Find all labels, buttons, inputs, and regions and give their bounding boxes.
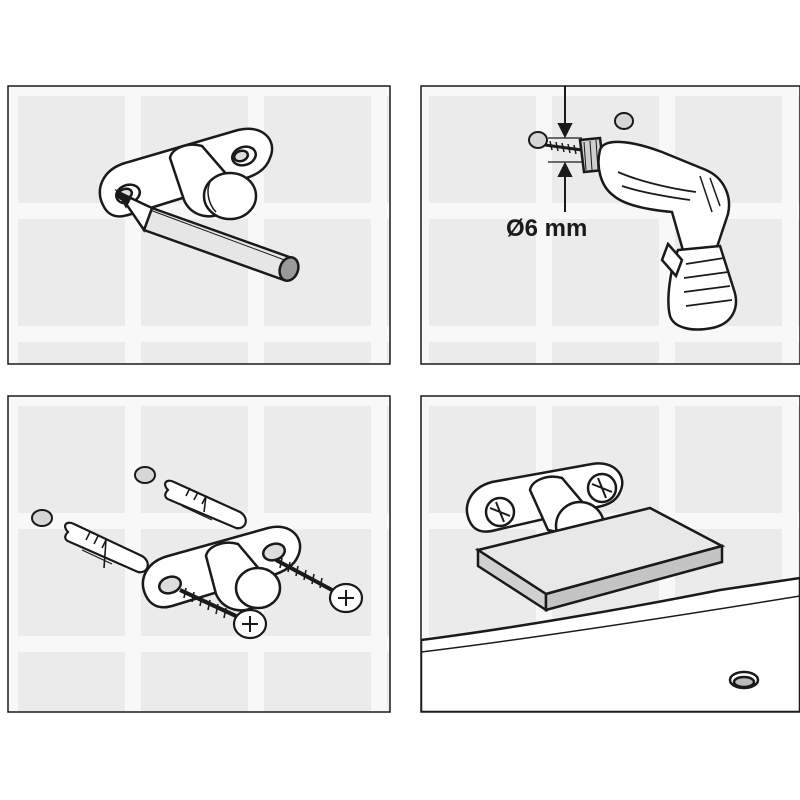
wall-plug [164, 479, 247, 530]
wall-plug [64, 521, 149, 574]
panel-step-4 [421, 396, 800, 712]
panel-frame-2 [420, 85, 800, 365]
panel-step-2: Ø6 mm [421, 86, 800, 364]
wall-bracket [98, 127, 274, 221]
screw [179, 587, 268, 640]
tile-wall [421, 86, 800, 364]
hole-mark [528, 131, 548, 149]
panel-step-1 [8, 86, 390, 364]
wall-bracket [141, 525, 302, 612]
shelf-plate [474, 506, 726, 613]
screw [275, 557, 364, 614]
power-drill [544, 136, 738, 331]
pencil [114, 188, 300, 282]
panel-frame-1 [7, 85, 391, 365]
diameter-dimension [548, 86, 582, 212]
panel-step-3 [8, 396, 390, 712]
diameter-label: Ø6 mm [506, 215, 587, 242]
hole-mark [31, 509, 53, 527]
panel-frame-3 [7, 395, 391, 713]
hole-mark [614, 112, 634, 130]
panel-frame-4 [420, 395, 800, 713]
wash-basin [421, 576, 800, 712]
wall-bracket-mounted [465, 462, 624, 552]
hole-mark [134, 466, 156, 484]
